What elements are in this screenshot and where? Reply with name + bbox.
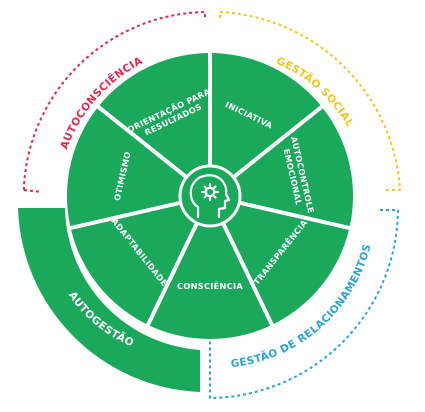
segment-separator (145, 222, 199, 327)
autogestao-quadrant (18, 208, 200, 392)
autoconsciencia-outline (23, 10, 206, 190)
segment-separator (238, 200, 351, 231)
gestao-relacionamentos-outline (209, 209, 400, 400)
head-with-gear-icon (189, 174, 231, 219)
segment-separator (69, 200, 182, 231)
segment-separators (69, 52, 351, 327)
segment-label-line: CONSCIÊNCIA (177, 280, 243, 291)
segment-label: CONSCIÊNCIA (177, 280, 243, 291)
segment-separator (232, 104, 324, 179)
gestao-social-outline (219, 10, 402, 191)
autoconsciencia-outline-end (23, 189, 43, 193)
segment-separator (221, 222, 275, 327)
segment-separator (96, 104, 188, 179)
